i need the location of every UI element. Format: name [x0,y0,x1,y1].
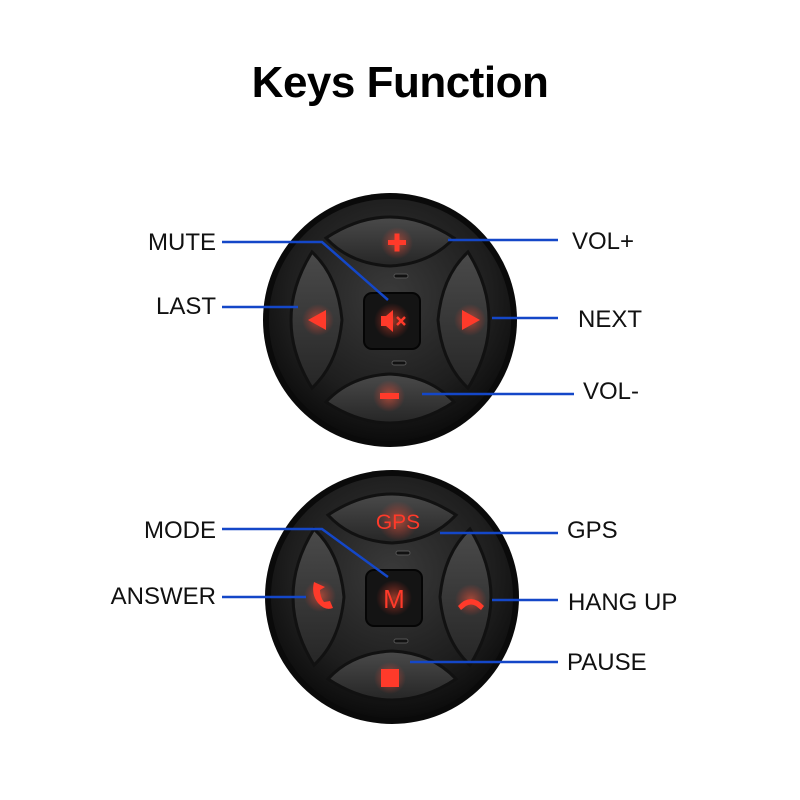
label-hang-up: HANG UP [568,589,678,616]
label-next: NEXT [578,306,643,333]
stop-square-icon [374,662,406,694]
label-gps: GPS [567,517,618,544]
label-last: LAST [155,293,216,320]
leader-mute [222,240,389,301]
mode-m-icon: M [376,580,412,616]
minus-icon [373,380,405,412]
label-answer: ANSWER [110,583,216,610]
answer-phone-icon [304,580,336,612]
play-right-icon [454,304,486,336]
hang-up-phone-icon [455,584,487,616]
label-vol-minus: VOL- [583,378,640,405]
page-title: Keys Function [251,58,549,107]
label-mode: MODE [144,517,216,544]
label-pause: PAUSE [567,649,647,676]
leader-lines [222,238,574,664]
speaker-mute-icon [374,303,410,339]
svg-text:M: M [383,584,405,614]
play-left-icon [302,304,334,336]
gps-text-icon: GPS [376,501,420,541]
leader-mode [222,527,389,579]
svg-text:GPS: GPS [376,511,420,534]
controller-top [263,193,517,447]
plus-icon [381,227,413,259]
label-vol-plus: VOL+ [572,228,635,255]
label-mute: MUTE [148,229,216,256]
